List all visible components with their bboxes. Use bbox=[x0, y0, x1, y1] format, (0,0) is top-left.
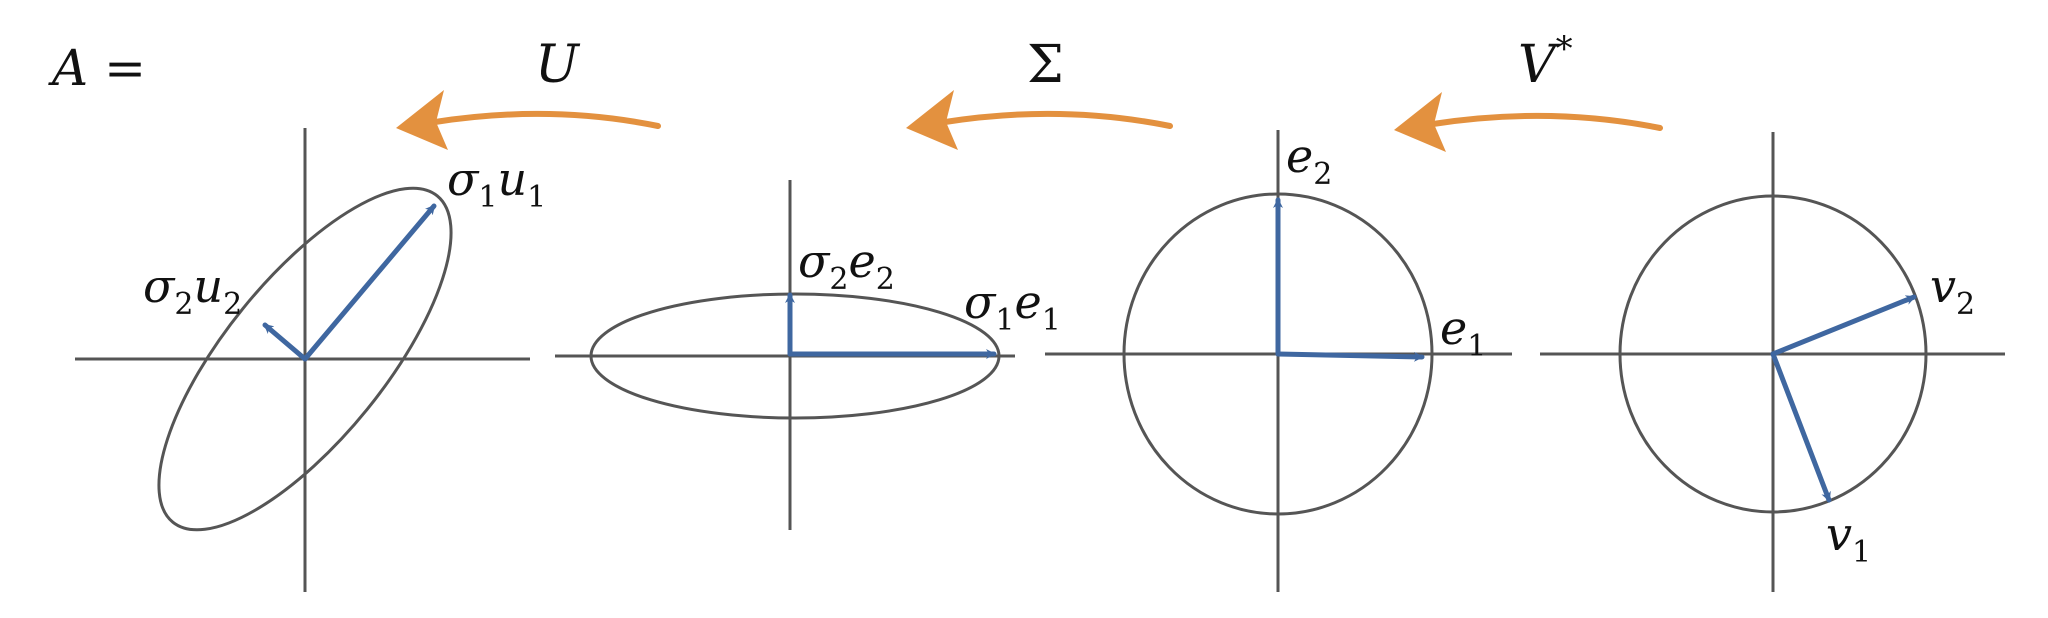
label-sigma2-e2: σ2e2 bbox=[798, 234, 895, 297]
ellipse bbox=[589, 292, 1001, 420]
unit-circle bbox=[1618, 194, 1928, 514]
panel-a: σ1u1 σ2u2 bbox=[75, 128, 546, 592]
vector-v2 bbox=[1770, 294, 1917, 357]
transform-arrow-sigma: Σ bbox=[906, 35, 1173, 150]
transform-label-u: U bbox=[535, 35, 581, 95]
label-sigma1-u1: σ1u1 bbox=[447, 152, 546, 215]
label-sigma1-e1: σ1e1 bbox=[964, 275, 1061, 338]
vector-e1 bbox=[1275, 351, 1425, 362]
vector-sigma2-u2 bbox=[262, 322, 308, 362]
ellipse bbox=[157, 186, 453, 532]
vector-v1 bbox=[1770, 351, 1832, 503]
label-v1: v1 bbox=[1826, 507, 1871, 570]
transform-label-sigma: Σ bbox=[1027, 35, 1064, 95]
transform-label-v: V* bbox=[1518, 29, 1573, 95]
label-sigma2-u2: σ2u2 bbox=[143, 259, 242, 322]
panel-sigma: σ1e1 σ2e2 bbox=[555, 180, 1061, 530]
panel-v: v2 v1 bbox=[1540, 132, 2005, 592]
label-e1: e1 bbox=[1440, 301, 1486, 364]
transform-arrow-v: V* bbox=[1394, 29, 1663, 152]
equation-lhs: A= bbox=[48, 39, 146, 97]
panel-e: e1 e2 bbox=[1045, 129, 1512, 592]
transform-arrow-u: U bbox=[396, 35, 661, 150]
label-e2: e2 bbox=[1286, 129, 1332, 192]
vector-sigma1-u1 bbox=[302, 203, 437, 362]
unit-circle bbox=[1122, 192, 1434, 516]
label-v2: v2 bbox=[1930, 259, 1975, 322]
